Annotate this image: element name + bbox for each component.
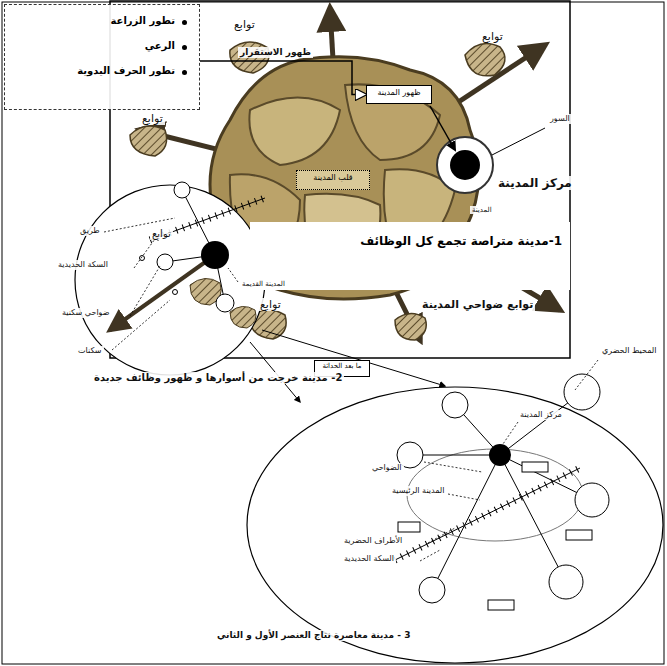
edge-label: ظهور الاستقرار (238, 47, 313, 58)
text-label: السكة الحديدية (342, 554, 396, 564)
flow-arrow (200, 61, 366, 95)
cause-item: تطور الحرف اليدوية (9, 65, 189, 76)
cause-box: تطور الزراعة الرعي تطور الحرف اليدوية (4, 4, 200, 110)
text-label: مركز المدينة (518, 410, 564, 420)
node-text: قلب المدينة (301, 173, 365, 182)
core-box: قلب المدينة (296, 170, 370, 190)
text-label: توابع (150, 228, 173, 240)
text-label: المدينة الرئيسية (390, 486, 447, 496)
leader-line (492, 128, 545, 155)
city-wall (437, 137, 493, 193)
zoom-ellipse-3 (247, 360, 663, 663)
text-label: توابع (258, 298, 283, 311)
text-label: سكنات (76, 346, 104, 356)
text-label: توابع ضواحي المدينة (420, 298, 535, 311)
cause-item: الرعي (9, 40, 189, 51)
text-label: السكة الحديدية (56, 260, 110, 270)
cause-item: تطور الزراعة (9, 15, 189, 26)
city-centre (450, 150, 480, 180)
text-label: المدينة (470, 206, 494, 214)
text-label: 3 - مدينة معاصرة نتاج العنصر الأول و الث… (215, 630, 412, 641)
node-text: ما بعد الحداثة (318, 362, 366, 370)
text-label: المدينة القديمة (240, 280, 287, 288)
text-label: توابع (232, 18, 257, 31)
zoom-circle-2 (75, 182, 265, 375)
node-text: 1-مدينة متراصة تجمع كل الوظائف (258, 234, 562, 248)
stage-box: ظهور المدينة (366, 85, 432, 104)
node-text: ظهور المدينة (371, 88, 427, 97)
text-label: مركز المدينة (496, 176, 574, 190)
text-label: توابع (480, 30, 505, 43)
leader-line (430, 106, 455, 150)
caption-box: 1-مدينة متراصة تجمع كل الوظائف (250, 222, 570, 290)
text-label: ضواحي سكنية (60, 308, 112, 318)
text-label: توابع (140, 112, 165, 125)
text-label: طريق (78, 226, 102, 236)
text-label: الضواحي (370, 463, 404, 473)
text-label: المحيط الحضري (600, 346, 658, 356)
text-label: 2- مدينة خرجت من أسوارها و ظهور وظائف جد… (92, 372, 344, 384)
text-label: الأطراف الحضرية (342, 536, 404, 546)
text-label: السور (548, 114, 572, 124)
